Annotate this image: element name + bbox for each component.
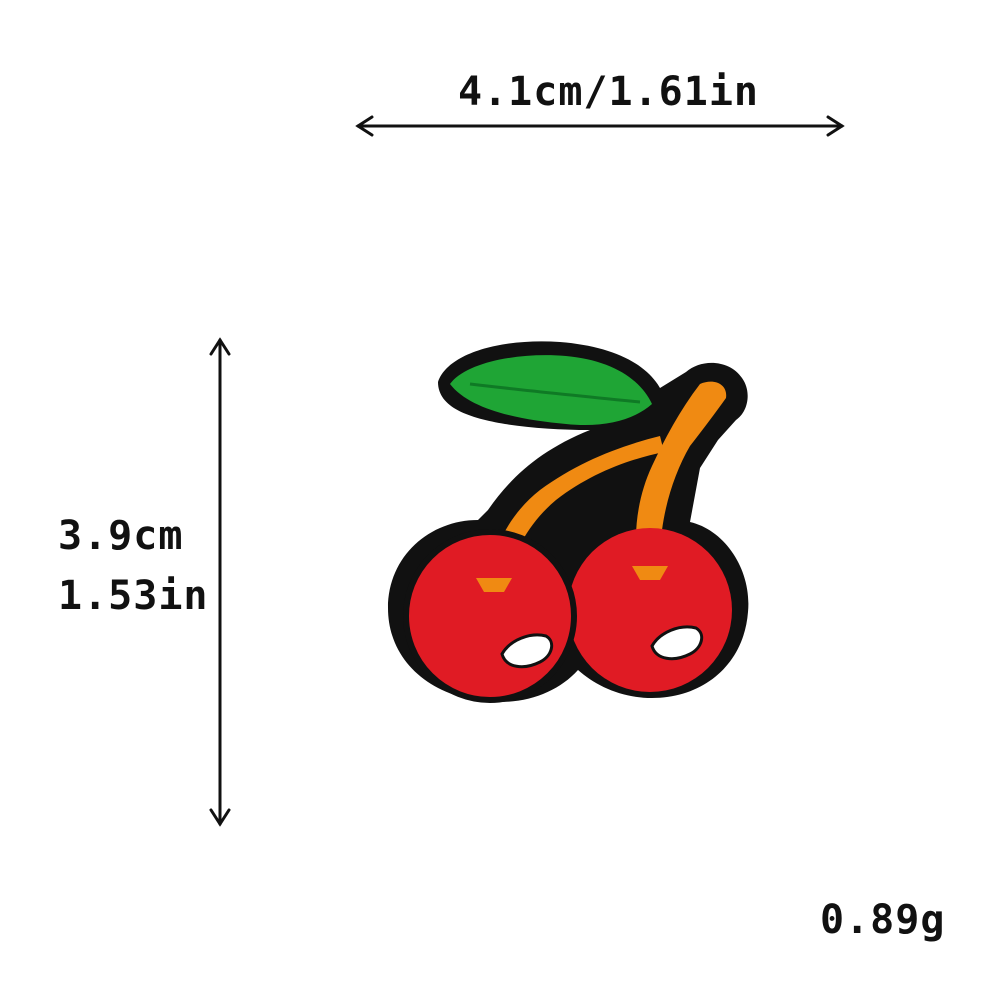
- height-arrow-icon: [209, 337, 231, 827]
- leaf-icon: [450, 355, 652, 426]
- front-cherry-highlight-icon: [500, 633, 554, 669]
- back-cherry-icon: [568, 528, 732, 692]
- weight-label: 0.89g: [820, 897, 946, 943]
- height-dimension-cm-label: 3.9cm: [58, 513, 184, 559]
- width-arrow-icon: [355, 115, 845, 137]
- front-cherry-icon: [403, 529, 577, 703]
- back-cherry-highlight-icon: [650, 625, 704, 661]
- height-dimension-in-label: 1.53in: [58, 573, 209, 619]
- stem-icon: [636, 381, 727, 570]
- cherry-patch-icon: [388, 341, 749, 703]
- width-dimension-label: 4.1cm/1.61in: [458, 69, 759, 115]
